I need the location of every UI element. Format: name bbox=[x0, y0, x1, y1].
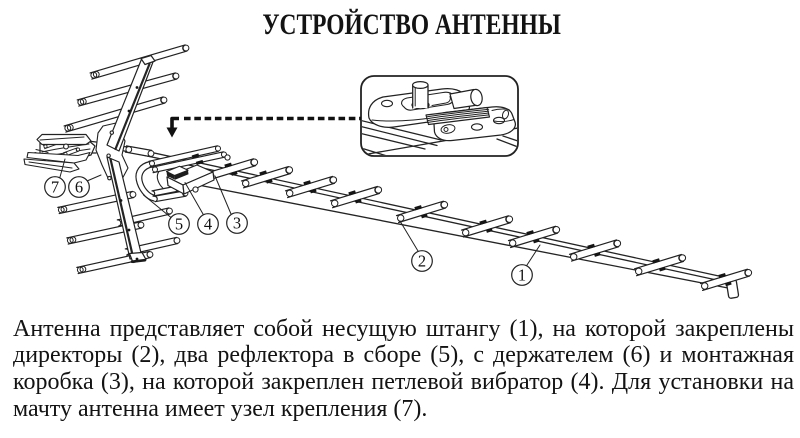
svg-text:4: 4 bbox=[204, 215, 212, 234]
svg-text:2: 2 bbox=[418, 252, 426, 271]
svg-text:7: 7 bbox=[51, 178, 59, 197]
svg-text:3: 3 bbox=[233, 214, 241, 233]
svg-text:5: 5 bbox=[175, 215, 183, 234]
svg-text:1: 1 bbox=[518, 266, 526, 285]
svg-text:6: 6 bbox=[75, 178, 83, 197]
